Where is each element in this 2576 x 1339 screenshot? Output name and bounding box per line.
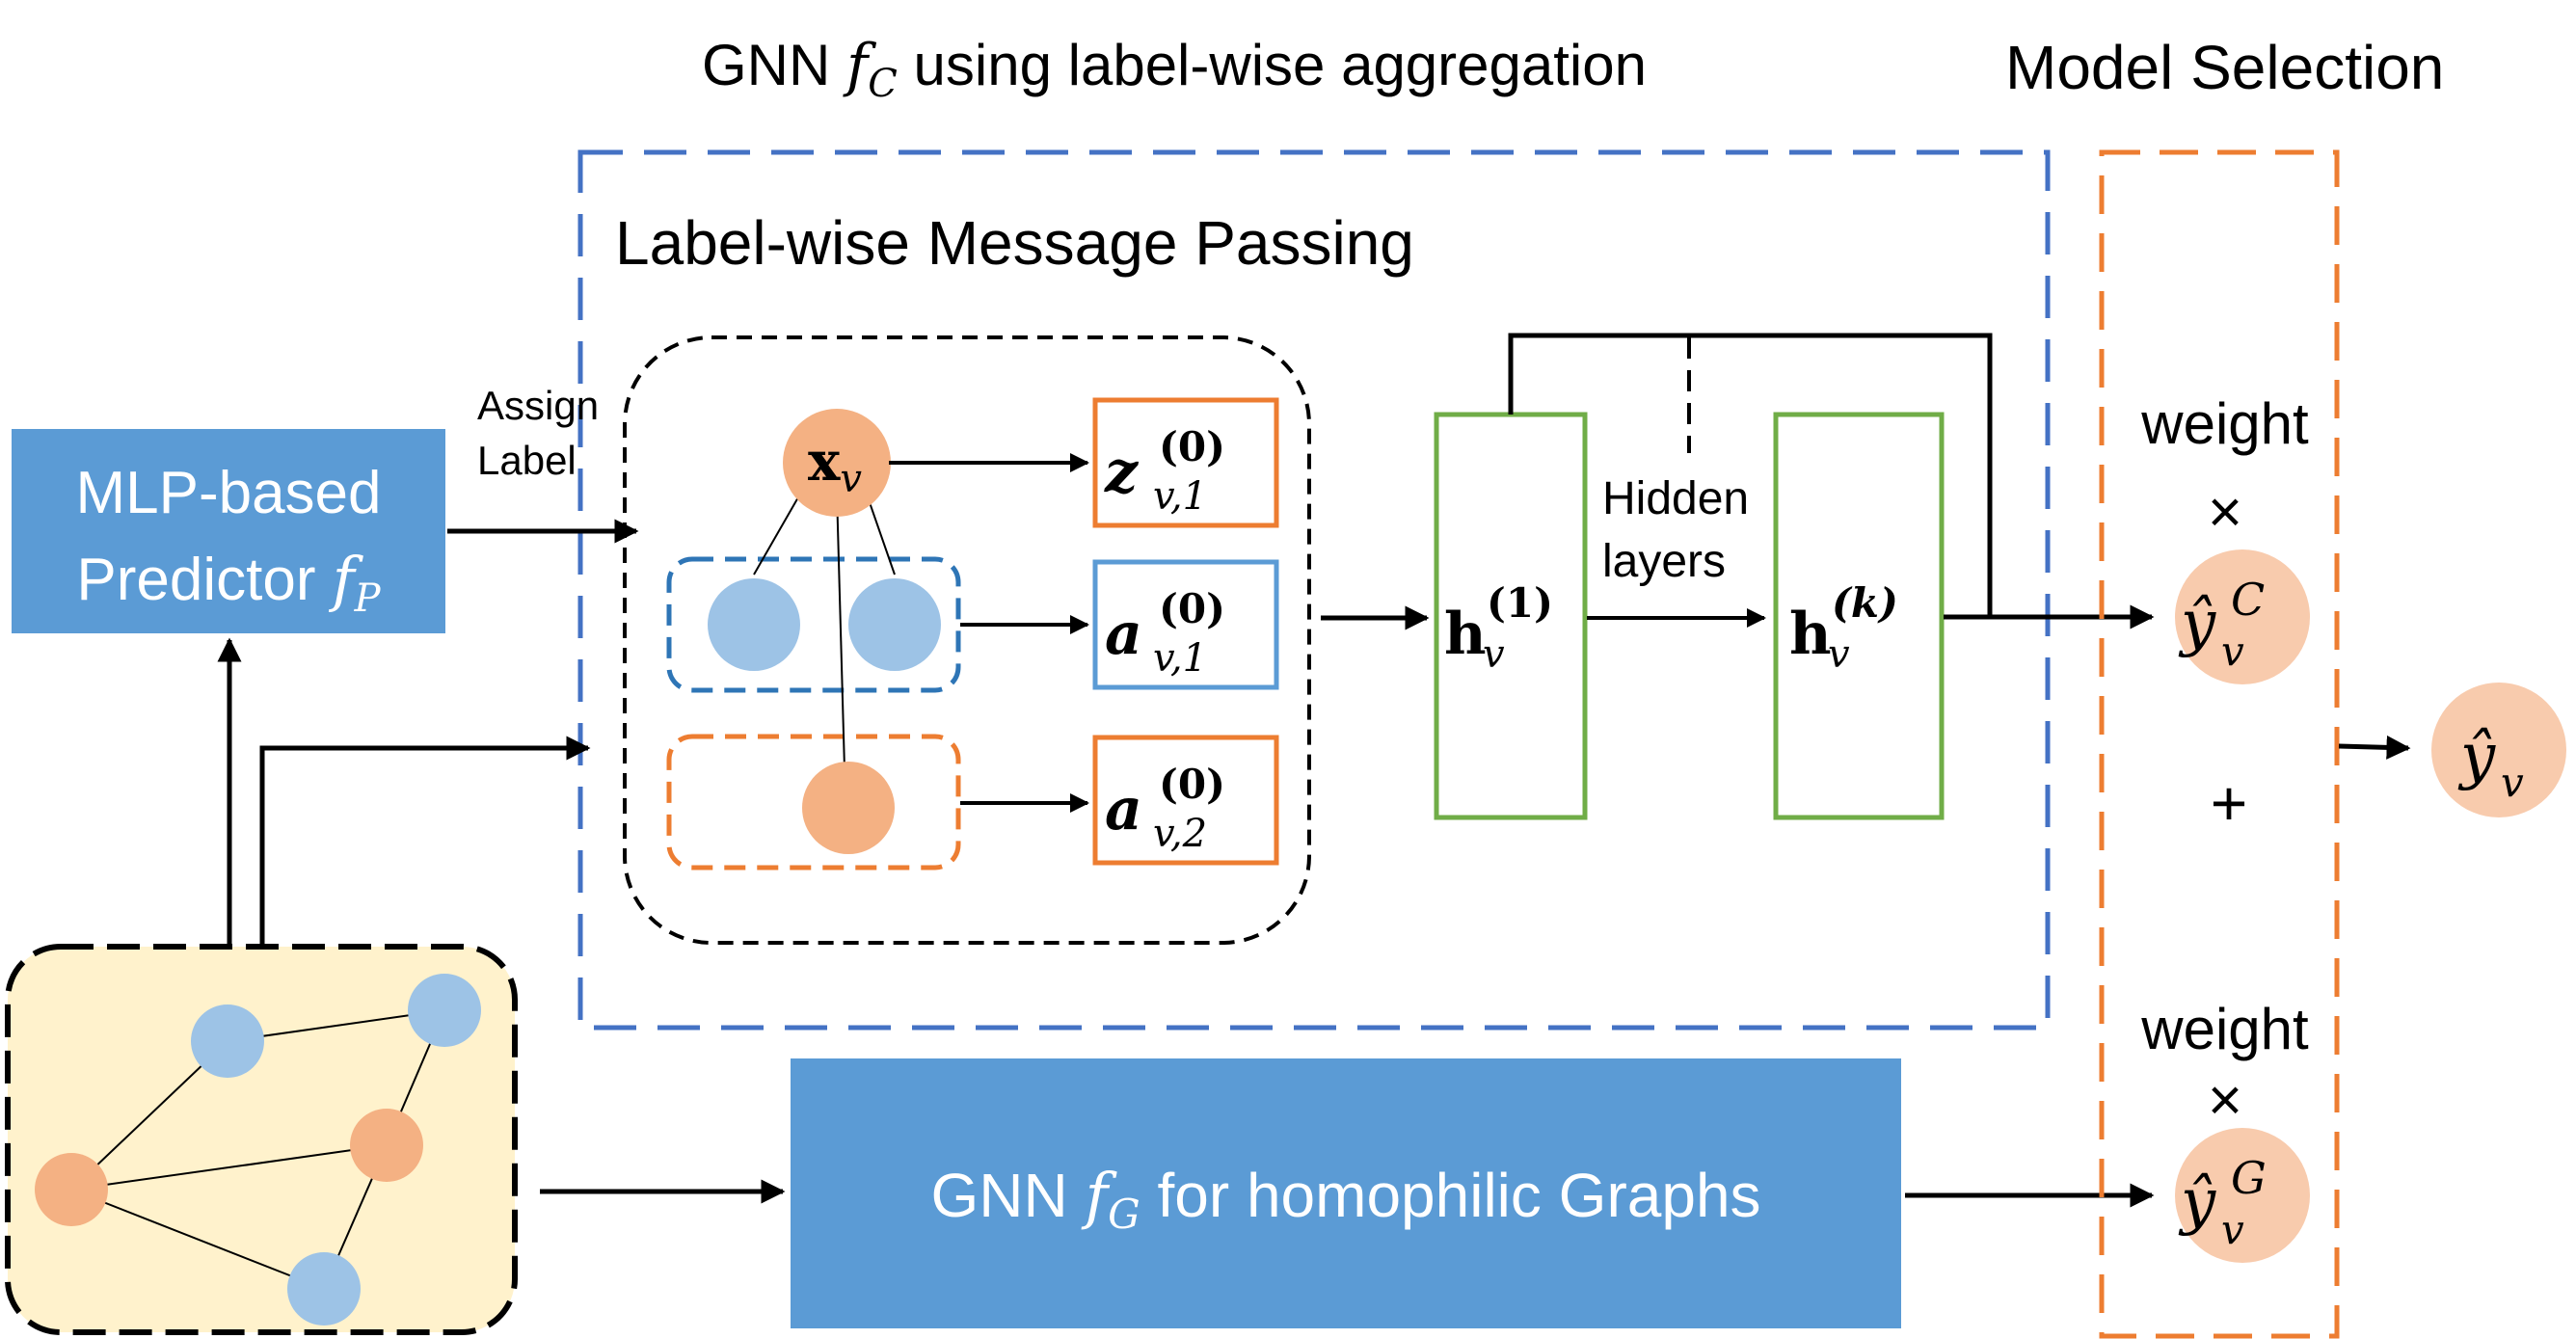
predictor-line2: Predictor fP [76, 544, 381, 621]
yc-sub: v [2221, 628, 2244, 675]
arrow-selection-to-output [2338, 735, 2411, 760]
hidden-h1-sub: v [1483, 632, 1505, 677]
gnn-g-box [791, 1058, 1901, 1328]
feature-a1-label: a [1105, 601, 1142, 668]
times-bottom: × [2208, 1067, 2242, 1134]
yc-sup: C [2231, 574, 2265, 626]
yg-sub: v [2221, 1206, 2244, 1253]
final-output-node [2431, 683, 2566, 817]
assign-label-line1: Assign [477, 383, 599, 428]
graph-node-blue-3 [287, 1252, 361, 1326]
orange-neighbor-group [666, 734, 961, 870]
feature-box-z [1092, 397, 1279, 528]
feature-a1-sub: v,1 [1153, 636, 1207, 681]
message-passing-label: Label-wise Message Passing [615, 208, 1414, 278]
center-node-label: xv [808, 430, 862, 501]
hidden-layer-k [1773, 412, 1945, 820]
model-selection-region [2099, 149, 2340, 1339]
mlp-predictor-box [12, 429, 445, 633]
output-node-yg [2175, 1128, 2310, 1263]
weight-bottom: weight [2140, 997, 2309, 1061]
feature-a1-sup: (0) [1159, 585, 1225, 632]
graph-node-blue-1 [191, 1004, 264, 1078]
hidden-layers-line1: Hidden [1602, 473, 1749, 524]
hidden-hk-sup: (k) [1832, 579, 1898, 627]
feature-a2-sub: v,2 [1153, 812, 1207, 856]
center-node-x [783, 409, 891, 517]
neighbor-node-blue-1 [708, 578, 800, 671]
neighbor-node-orange [802, 762, 895, 854]
blue-neighbor-group [666, 556, 961, 693]
arrow-graph-to-gnn-c [259, 736, 591, 947]
graph-node-orange-2 [35, 1153, 108, 1226]
feature-box-a1 [1092, 559, 1279, 690]
assign-label-line2: Label [477, 438, 577, 483]
hidden-h1-base: h [1444, 601, 1487, 668]
title-gnn-c: GNN fC using label-wise aggregation [702, 32, 1647, 109]
plus-sign: + [2211, 767, 2248, 839]
gnn-c-region [577, 149, 2051, 1031]
hidden-hk-sub: v [1828, 632, 1850, 677]
feature-z-sub: v,1 [1153, 474, 1207, 519]
predictor-line1: MLP-based [75, 460, 381, 526]
aggregation-region [623, 335, 1311, 945]
title-model-selection: Model Selection [2005, 33, 2444, 102]
input-graph [5, 944, 518, 1335]
feature-a2-sup: (0) [1159, 761, 1225, 808]
output-node-yc [2175, 549, 2310, 684]
feature-z-sup: (0) [1159, 423, 1225, 470]
skip-connection [1508, 333, 1993, 617]
weight-top: weight [2140, 391, 2309, 456]
feature-z-label: z [1104, 439, 1140, 506]
gnn-g-label: GNN fG for homophilic Graphs [930, 1161, 1760, 1242]
hidden-h1-sup: (1) [1487, 579, 1553, 627]
feature-box-a2 [1092, 735, 1279, 866]
hidden-layers-line2: layers [1602, 536, 1726, 587]
graph-node-blue-2 [408, 974, 481, 1047]
final-output-sub: v [2501, 759, 2524, 806]
hidden-hk-base: h [1789, 601, 1832, 668]
final-output-base: ŷ [2457, 721, 2496, 792]
yg-base: ŷ [2178, 1166, 2216, 1238]
yg-sup: G [2231, 1152, 2267, 1204]
yc-base: ŷ [2178, 588, 2216, 659]
feature-a2-label: a [1105, 776, 1142, 844]
graph-node-orange-1 [350, 1109, 423, 1182]
neighbor-node-blue-2 [848, 578, 941, 671]
times-top: × [2208, 479, 2242, 546]
